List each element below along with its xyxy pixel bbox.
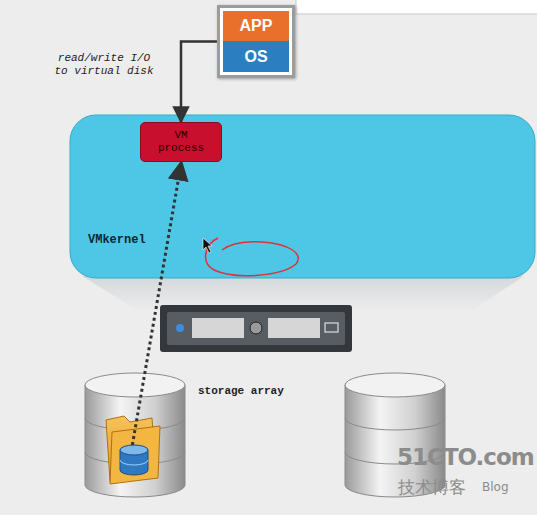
edge-label: read/write I/O to virtual disk <box>48 52 160 78</box>
vmdk-folder-icon <box>106 416 160 484</box>
vmkernel-region: VMkernel VM process <box>70 115 535 278</box>
partial-panel <box>296 0 537 14</box>
os-layer-label: OS <box>223 41 289 72</box>
mouse-cursor <box>203 238 212 253</box>
app-os-icon: APPOS <box>217 5 295 78</box>
process-box: VM process <box>140 122 222 162</box>
kernel-region <box>70 115 535 278</box>
io-dotted-path <box>132 170 180 447</box>
watermark: 51CTO.com <box>397 444 534 470</box>
node-label: VM process <box>152 129 210 155</box>
app-layer-label: APP <box>223 11 289 41</box>
storage-cylinder <box>85 373 185 497</box>
node-label: VMkernel <box>88 233 146 247</box>
watermark: 技术博客 <box>398 476 466 499</box>
annotation-scribble <box>206 238 299 276</box>
io-arrow <box>181 42 217 123</box>
storage-label: storage array <box>198 385 284 397</box>
watermark: Blog <box>482 480 509 494</box>
server-icon <box>160 305 352 352</box>
